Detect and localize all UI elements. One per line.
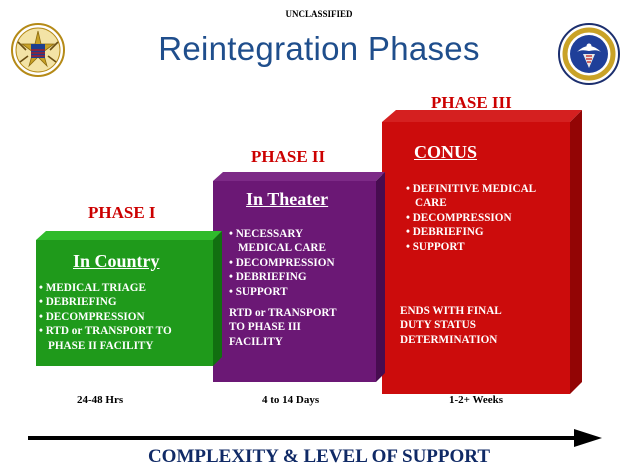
phase-ii-block (213, 172, 385, 382)
phase-iii-box-title: CONUS (414, 142, 478, 162)
phase-i-bullet-list: • MEDICAL TRIAGE • DEBRIEFING • DECOMPRE… (39, 281, 172, 353)
phase-iii-note: ENDS WITH FINAL DUTY STATUS DETERMINATIO… (400, 304, 502, 347)
bullet-item: MEDICAL CARE (238, 242, 326, 255)
phase-i-block (36, 231, 222, 366)
phase-ii-note: RTD or TRANSPORT TO PHASE III FACILITY (229, 306, 337, 349)
bullet-item: • RTD or TRANSPORT TO (39, 325, 172, 338)
bullet-item: • DECOMPRESSION (229, 256, 335, 269)
phase-iii-top-face (382, 110, 582, 122)
note-line: DETERMINATION (400, 333, 498, 346)
bullet-item: PHASE II FACILITY (48, 339, 154, 352)
joint-staff-seal-icon (11, 23, 65, 77)
phase-i-front-face (36, 240, 213, 366)
axis-label: COMPLEXITY & LEVEL OF SUPPORT (147, 446, 491, 467)
phase-ii-box-title: In Theater (246, 189, 329, 209)
note-line: DUTY STATUS (400, 319, 476, 332)
phase-i-top-face (36, 231, 222, 240)
bullet-item: • DEBRIEFING (406, 226, 484, 239)
note-line: RTD or TRANSPORT (229, 307, 337, 319)
bullet-item: • NECESSARY (229, 228, 304, 240)
note-line: FACILITY (229, 335, 283, 348)
phase-iii-block (382, 110, 582, 394)
bullet-item: • SUPPORT (406, 240, 465, 253)
complexity-arrow-icon (28, 429, 602, 447)
bullet-item: • DEBRIEFING (229, 271, 307, 284)
phase-iii-bullet-list: • DEFINITIVE MEDICAL CARE • DECOMPRESSIO… (406, 182, 536, 254)
phase-ii-front-face (213, 181, 376, 382)
phase-ii-bullet-list: • NECESSARY MEDICAL CARE • DECOMPRESSION… (229, 227, 335, 299)
bullet-item: • MEDICAL TRIAGE (39, 282, 146, 294)
bullet-item: • DEBRIEFING (39, 296, 117, 309)
page-title: Reintegration Phases (158, 30, 480, 67)
phase-iii-side-face (570, 110, 582, 394)
note-line: TO PHASE III (229, 321, 301, 334)
bullet-item: • DECOMPRESSION (39, 310, 145, 323)
classification-banner: UNCLASSIFIED (285, 9, 353, 19)
phase-ii-top-face (213, 172, 385, 181)
phase-i-duration: 24-48 Hrs (77, 394, 124, 406)
bullet-item: CARE (415, 197, 447, 210)
phase-ii-duration: 4 to 14 Days (262, 394, 320, 406)
phase-iii-front-face (382, 122, 570, 394)
bullet-item: • DEFINITIVE MEDICAL (406, 183, 537, 195)
bullet-item: • DECOMPRESSION (406, 211, 512, 224)
phase-i-label: PHASE I (88, 203, 156, 222)
phase-ii-side-face (376, 172, 385, 382)
phase-iii-label: PHASE III (431, 93, 512, 112)
agency-seal-icon (558, 23, 620, 85)
phase-i-side-face (213, 231, 222, 366)
note-line: ENDS WITH FINAL (400, 305, 502, 317)
phase-i-box-title: In Country (73, 251, 160, 271)
bullet-item: • SUPPORT (229, 285, 288, 298)
phase-iii-duration: 1-2+ Weeks (449, 394, 504, 406)
phase-ii-label: PHASE II (251, 147, 326, 166)
